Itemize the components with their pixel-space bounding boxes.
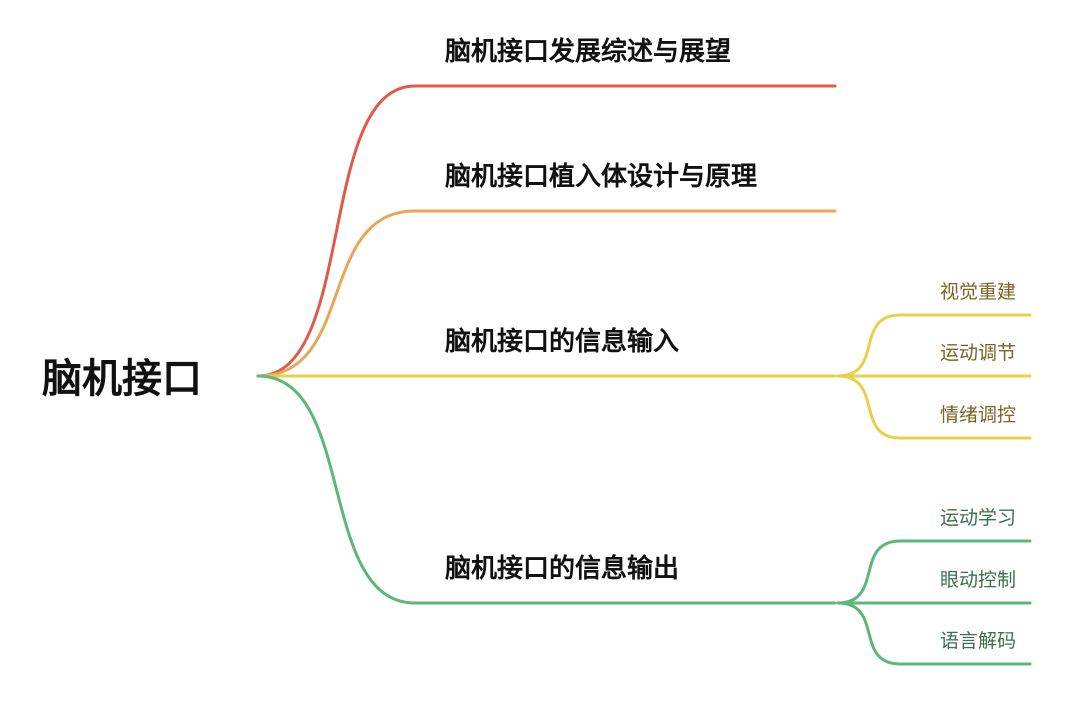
leaf-node-label-3-1[interactable]: 视觉重建 <box>940 281 1016 303</box>
leaf-node-label-3-2[interactable]: 运动调节 <box>940 342 1016 364</box>
leaf-node-label-4-2[interactable]: 眼动控制 <box>940 569 1016 591</box>
leaf-node-label-4-1[interactable]: 运动学习 <box>940 507 1016 529</box>
branch-connector-1 <box>256 84 837 378</box>
leaf-node-label-4-3[interactable]: 语言解码 <box>940 630 1016 652</box>
leaf-connector-3-1 <box>836 313 1032 378</box>
branch-node-label-4[interactable]: 脑机接口的信息输出 <box>445 553 679 584</box>
branch-connector-4 <box>256 374 837 605</box>
branch-node-label-3[interactable]: 脑机接口的信息输入 <box>445 326 679 357</box>
connector-lines <box>256 84 1032 666</box>
leaf-connector-3-3 <box>836 374 1032 440</box>
leaf-connector-4-1 <box>836 539 1032 605</box>
branch-connector-2 <box>256 209 837 378</box>
root-node-label[interactable]: 脑机接口 <box>42 356 202 402</box>
leaf-connector-4-3 <box>836 601 1032 666</box>
leaf-node-label-3-3[interactable]: 情绪调控 <box>940 404 1016 426</box>
branch-node-label-1[interactable]: 脑机接口发展综述与展望 <box>445 36 731 67</box>
branch-node-label-2[interactable]: 脑机接口植入体设计与原理 <box>445 162 757 192</box>
